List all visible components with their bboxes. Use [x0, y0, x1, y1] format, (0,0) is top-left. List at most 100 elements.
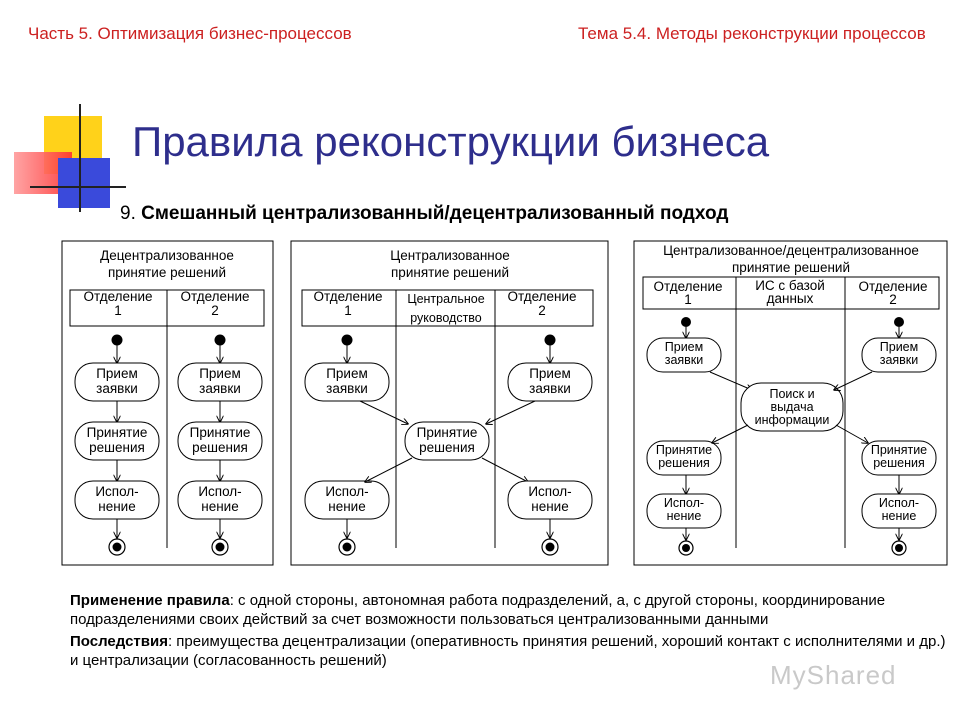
- rule-label: Применение правила: [70, 592, 230, 609]
- start-node: [341, 334, 353, 346]
- panel-title-line1: Централизованное: [390, 248, 510, 263]
- activity-receive: [304, 362, 390, 402]
- lane-label: Отделение: [507, 289, 576, 304]
- flow-arrow: [709, 371, 752, 390]
- lane-label: 1: [684, 292, 692, 307]
- activity-label: заявки: [880, 353, 919, 367]
- end-node-core: [895, 544, 903, 552]
- activity-label: Прием: [880, 340, 918, 354]
- start-node: [214, 334, 226, 346]
- panel-title-line2: принятие решений: [391, 265, 509, 280]
- flow-arrow: [834, 371, 873, 390]
- lane-label: ИС с базой: [755, 278, 825, 293]
- lane-label: руководство: [410, 311, 482, 325]
- panel-title-line1: Децентрализованное: [100, 248, 234, 263]
- activity-receive: [507, 362, 593, 402]
- header-part: Часть 5. Оптимизация бизнес-процессов: [28, 24, 352, 43]
- activity-label: Прием: [96, 366, 138, 381]
- activity-label: заявки: [665, 353, 704, 367]
- flow-arrow: [835, 424, 868, 443]
- activity-label: Поиск и: [769, 387, 814, 401]
- activity-label: Испол-: [528, 484, 571, 499]
- lane-label: Центральное: [407, 292, 484, 306]
- activity-label: решения: [419, 440, 475, 455]
- flow-arrow: [365, 457, 413, 482]
- activity-receive: [646, 337, 722, 373]
- panel-frame: [633, 240, 948, 566]
- activity-label: заявки: [96, 381, 138, 396]
- activity-label: нение: [98, 499, 135, 514]
- start-node: [544, 334, 556, 346]
- lane-label: 2: [889, 292, 897, 307]
- end-node-core: [112, 542, 122, 552]
- panel-decentralized: Децентрализованное принятие решений Отде…: [61, 240, 274, 566]
- activity-search: [740, 382, 844, 432]
- flow-arrow: [712, 424, 749, 443]
- rule-text: : с одной стороны, автономная работа под…: [70, 592, 886, 628]
- activity-label: нение: [201, 499, 238, 514]
- activity-label: решения: [873, 456, 925, 470]
- effects-label: Последствия: [70, 633, 168, 650]
- panel-centralized: Централизованное принятие решений Отделе…: [290, 240, 609, 566]
- lane-label: Отделение: [83, 289, 152, 304]
- lane-label: Отделение: [653, 279, 722, 294]
- end-node-core: [215, 542, 225, 552]
- activity-label: Испол-: [95, 484, 138, 499]
- lane-label: Отделение: [180, 289, 249, 304]
- start-node: [681, 317, 691, 327]
- activity-label: Прием: [199, 366, 241, 381]
- watermark: MyShared: [770, 660, 897, 690]
- activity-label: решения: [89, 440, 145, 455]
- activity-label: Принятие: [871, 443, 927, 457]
- lane-label: Отделение: [858, 279, 927, 294]
- subtitle-number: 9.: [120, 203, 136, 224]
- lane-label: данных: [767, 291, 814, 306]
- deco-hline: [30, 186, 126, 188]
- activity-label: решения: [192, 440, 248, 455]
- effects-paragraph: Последствия: преимущества децентрализаци…: [70, 632, 950, 670]
- activity-label: заявки: [199, 381, 241, 396]
- lane-label: Отделение: [313, 289, 382, 304]
- activity-decide: [404, 421, 490, 461]
- activity-label: Испол-: [325, 484, 368, 499]
- activity-label: нение: [667, 509, 702, 523]
- subtitle-text: Смешанный централизованный/децентрализов…: [141, 203, 729, 224]
- deco-blue-square: [58, 158, 110, 208]
- activity-label: Прием: [665, 340, 703, 354]
- panel-title-line2: принятие решений: [108, 265, 226, 280]
- panel-title-line2: принятие решений: [732, 260, 850, 275]
- activity-execute: [646, 493, 722, 529]
- activity-label: нение: [882, 509, 917, 523]
- end-node-core: [342, 542, 352, 552]
- activity-label: Испол-: [879, 496, 919, 510]
- flow-arrow: [486, 400, 536, 424]
- lane-label: 1: [344, 303, 352, 318]
- lane-header-box: [301, 289, 594, 327]
- activity-label: Прием: [326, 366, 368, 381]
- activity-label: нение: [531, 499, 568, 514]
- panel-frame: [61, 240, 274, 566]
- page-title: Правила реконструкции бизнеса: [132, 118, 770, 165]
- lane-header-box: [642, 276, 940, 310]
- activity-receive: [861, 337, 937, 373]
- activity-label: Принятие: [656, 443, 712, 457]
- start-node: [111, 334, 123, 346]
- activity-label: решения: [658, 456, 710, 470]
- activity-label: Принятие: [190, 425, 251, 440]
- activity-label: Прием: [529, 366, 571, 381]
- lane-label: 2: [211, 303, 219, 318]
- activity-label: информации: [755, 413, 830, 427]
- subtitle: 9. Смешанный централизованный/децентрали…: [120, 203, 728, 225]
- bottom-text: Применение правила: с одной стороны, авт…: [70, 591, 950, 670]
- lane-label: 1: [114, 303, 122, 318]
- effects-text: : преимущества децентрализации (оператив…: [70, 633, 946, 669]
- activity-label: заявки: [529, 381, 571, 396]
- activity-label: Принятие: [87, 425, 148, 440]
- activity-label: Испол-: [664, 496, 704, 510]
- panel-title-line1: Централизованное/децентрализованное: [663, 243, 919, 258]
- deco-vline: [79, 104, 81, 212]
- activity-label: нение: [328, 499, 365, 514]
- lane-label: 2: [538, 303, 546, 318]
- activity-label: выдача: [770, 400, 813, 414]
